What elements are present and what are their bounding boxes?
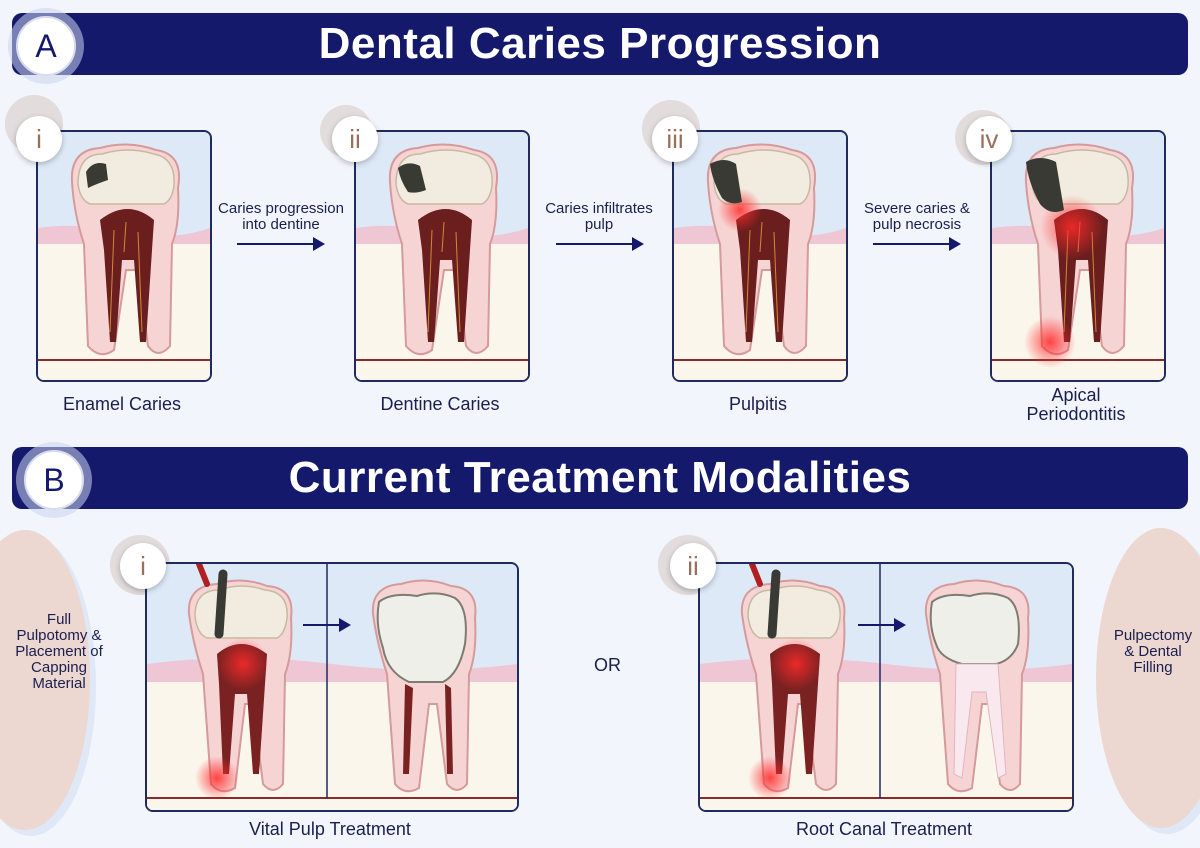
stage-number-badge: iv bbox=[966, 116, 1012, 162]
stage-panel-pulpitis bbox=[672, 130, 848, 382]
tooth-after bbox=[924, 579, 1030, 793]
transition-label: Severe caries & pulp necrosis bbox=[844, 201, 990, 233]
description-line: Full bbox=[46, 611, 72, 628]
treatment-label: Vital Pulp Treatment bbox=[249, 819, 411, 839]
treatment-arrow bbox=[303, 618, 351, 632]
stage-label-line: Periodontitis bbox=[1026, 404, 1126, 424]
caries-lesion bbox=[86, 163, 108, 188]
inflammation-glow bbox=[1024, 316, 1076, 368]
description-line: Capping bbox=[31, 659, 87, 676]
treatment-arrow bbox=[858, 618, 906, 632]
stage-label: Pulpitis bbox=[728, 394, 788, 414]
tooth-before bbox=[187, 564, 293, 800]
section-b-title: Current Treatment Modalities bbox=[288, 453, 912, 502]
transition-label: Caries progression into dentine bbox=[208, 201, 354, 233]
stage-label: Apical Periodontitis bbox=[990, 386, 1162, 424]
transition-label-line: pulp necrosis bbox=[872, 216, 962, 233]
section-b-badge: B bbox=[24, 450, 84, 510]
stage-label-line: Apical bbox=[1051, 385, 1101, 405]
transition-label-line: Caries progression bbox=[218, 200, 344, 217]
description-line: Material bbox=[32, 675, 86, 692]
section-a-title: Dental Caries Progression bbox=[318, 19, 882, 68]
caries-lesion bbox=[398, 163, 426, 193]
description-line: & Dental bbox=[1124, 643, 1182, 660]
description-line: Placement of bbox=[15, 643, 103, 660]
caries-lesion bbox=[1026, 158, 1064, 212]
treatment-description: Pulpectomy & Dental Filling bbox=[1098, 628, 1200, 676]
stage-number-badge: iii bbox=[652, 116, 698, 162]
treatment-number-badge: ii bbox=[670, 543, 716, 589]
section-b-banner: Current Treatment Modalities bbox=[12, 447, 1188, 509]
stage-label: Dentine Caries bbox=[380, 394, 500, 414]
treatment-number-badge: i bbox=[120, 543, 166, 589]
treatment-panel-vital-pulp bbox=[145, 562, 519, 812]
tooth-before bbox=[740, 564, 846, 800]
description-line: Pulpectomy bbox=[1113, 627, 1193, 644]
treatment-panel-root-canal bbox=[698, 562, 1074, 812]
description-line: Filling bbox=[1133, 659, 1173, 676]
stage-panel-dentine bbox=[354, 130, 530, 382]
description-line: Pulpotomy & bbox=[16, 627, 102, 644]
progression-arrow bbox=[237, 237, 325, 251]
stage-panel-apical bbox=[990, 130, 1166, 382]
section-a-banner: Dental Caries Progression bbox=[12, 13, 1188, 75]
transition-label-line: into dentine bbox=[242, 216, 320, 233]
stage-panel-enamel bbox=[36, 130, 212, 382]
section-a-badge: A bbox=[16, 16, 76, 76]
or-separator: OR bbox=[594, 655, 621, 675]
tooth-after bbox=[371, 579, 477, 793]
stage-label: Enamel Caries bbox=[62, 394, 182, 414]
stage-number-badge: ii bbox=[332, 116, 378, 162]
treatment-label: Root Canal Treatment bbox=[795, 819, 973, 839]
transition-label-line: pulp bbox=[584, 216, 614, 233]
transition-label-line: Severe caries & bbox=[864, 200, 970, 217]
progression-arrow bbox=[556, 237, 644, 251]
transition-label: Caries infiltrates pulp bbox=[526, 201, 672, 233]
side-oval bbox=[1096, 528, 1200, 828]
transition-label-line: Caries infiltrates bbox=[545, 200, 653, 217]
caries-lesion bbox=[710, 160, 742, 204]
stage-number-badge: i bbox=[16, 116, 62, 162]
progression-arrow bbox=[873, 237, 961, 251]
treatment-description: Full Pulpotomy & Placement of Capping Ma… bbox=[4, 612, 114, 692]
